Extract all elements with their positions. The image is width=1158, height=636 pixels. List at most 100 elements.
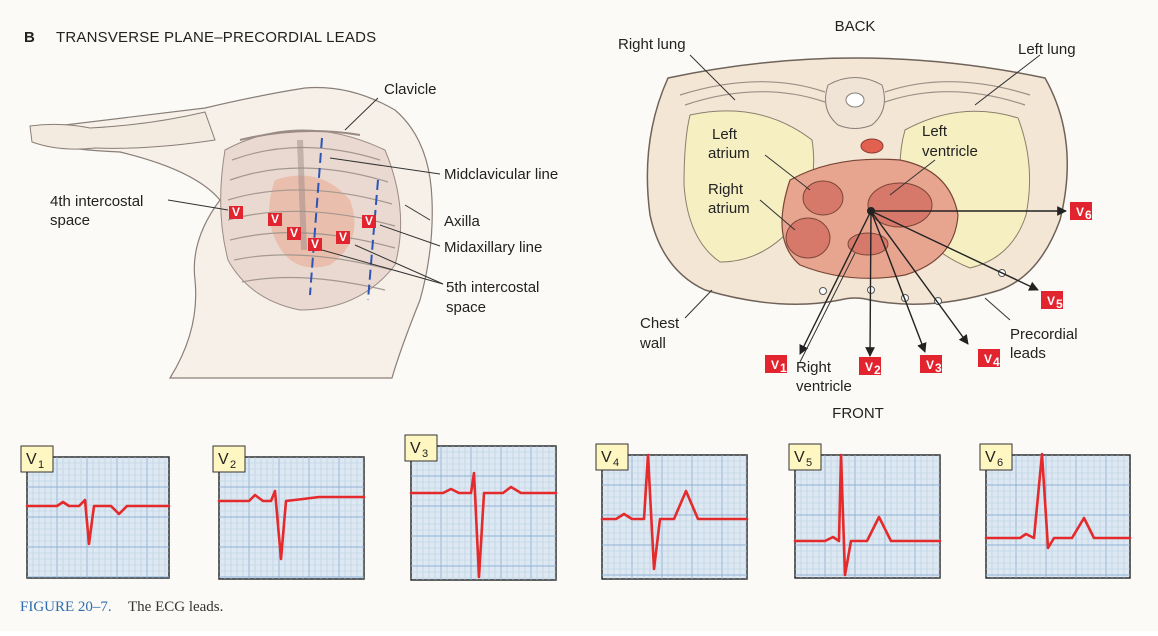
- svg-text:V: V: [1047, 294, 1055, 308]
- midclavicular-reference-line: [309, 137, 323, 296]
- ecg-lead-letter: V: [26, 451, 37, 468]
- midaxillary-line-label: Midaxillary line: [444, 239, 542, 256]
- left-lung-label: Left lung: [1018, 41, 1076, 58]
- electrode-v4-marker: V: [308, 237, 322, 251]
- figure-caption: The ECG leads.: [128, 599, 223, 615]
- ecg-lead-letter: V: [794, 449, 805, 466]
- spinal-canal: [845, 92, 865, 108]
- ecg-lead-subscript: 3: [422, 448, 428, 460]
- ecg-lead-subscript: 1: [38, 459, 44, 471]
- midaxillary-reference-line: [367, 179, 379, 301]
- svg-text:V: V: [271, 212, 279, 226]
- back-label: BACK: [835, 18, 876, 35]
- chest-wall-label-line2: wall: [639, 335, 666, 352]
- ecg-lead-subscript: 2: [230, 459, 236, 471]
- right-lung-shape: [683, 110, 815, 263]
- electrode-v5-marker: V: [336, 230, 350, 244]
- intercostal-5-label-line1: 5th intercostal: [446, 279, 539, 296]
- svg-text:V: V: [365, 214, 373, 228]
- svg-text:3: 3: [935, 361, 942, 375]
- left-atrium-label-line1: Left: [712, 126, 738, 143]
- left-atrium-chamber: [802, 180, 844, 216]
- posterior-ribs: [679, 81, 1031, 106]
- right-atrium-chamber: [785, 217, 831, 259]
- ecg-trace-v1: [25, 498, 171, 546]
- precordial-leads-label-line1: Precordial: [1010, 326, 1078, 343]
- electrode-v1-marker: V: [229, 205, 243, 219]
- svg-text:5: 5: [1056, 297, 1063, 311]
- panel-title: TRANSVERSE PLANE–PRECORDIAL LEADS: [56, 29, 376, 46]
- ecg-trace-v4: [600, 453, 749, 571]
- svg-text:4: 4: [993, 355, 1000, 369]
- heart-silhouette: [269, 175, 355, 268]
- anterior-chest-illustration: V V V V V V Clavicle Midc: [29, 81, 558, 379]
- lead-vector-arrows: [799, 206, 1067, 357]
- intercostal-4-label-line1: 4th intercostal: [50, 193, 143, 210]
- clavicle-bone: [239, 130, 361, 141]
- ecg-grid-background: [794, 454, 941, 579]
- ecg-lead-subscript: 5: [806, 457, 812, 469]
- arm: [29, 111, 216, 150]
- left-ventricle-label-line1: Left: [922, 123, 948, 140]
- figure-number: FIGURE 20–7.: [20, 599, 112, 615]
- svg-text:V: V: [311, 237, 319, 251]
- ecg-grid-background: [26, 456, 170, 579]
- ecg-lead-tag: [595, 443, 629, 471]
- sternum: [297, 139, 307, 251]
- ecg-trace-v6: [984, 452, 1132, 550]
- transverse-cross-section: BACK: [618, 18, 1092, 422]
- svg-text:V: V: [984, 352, 992, 366]
- aorta: [860, 138, 884, 154]
- right-ventricle-label-line1: Right: [796, 359, 832, 376]
- chest-wall-label-line1: Chest: [640, 315, 680, 332]
- svg-text:V: V: [339, 230, 347, 244]
- ecg-lead-tag: [20, 445, 54, 473]
- left-ventricle-label-line2: ventricle: [922, 143, 978, 160]
- intercostal-4-label-line2: space: [50, 212, 90, 229]
- panel-letter: B: [24, 29, 35, 46]
- svg-text:2: 2: [874, 363, 881, 377]
- svg-text:V: V: [1076, 205, 1084, 219]
- ecg-trace-v3: [409, 471, 558, 579]
- left-ventricle-chamber: [867, 182, 933, 228]
- precordial-leads-label-line2: leads: [1010, 345, 1046, 362]
- ecg-lead-tag: [788, 443, 822, 471]
- right-lung-label: Right lung: [618, 36, 686, 53]
- ecg-lead-subscript: 6: [997, 457, 1003, 469]
- ecg-lead-subscript: 4: [613, 457, 619, 469]
- right-ventricle-label-line2: ventricle: [796, 378, 852, 395]
- svg-text:6: 6: [1085, 208, 1092, 222]
- front-label: FRONT: [832, 405, 884, 422]
- right-atrium-label-line2: atrium: [708, 200, 750, 217]
- ecg-lead-letter: V: [410, 440, 421, 457]
- ecg-lead-tag: [212, 445, 246, 473]
- midclavicular-line-label: Midclavicular line: [444, 166, 558, 183]
- electrode-v6-marker: V: [362, 214, 376, 228]
- svg-text:V: V: [232, 205, 240, 219]
- svg-text:V: V: [865, 360, 873, 374]
- ecg-lead-tag: [404, 434, 438, 462]
- ecg-lead-letter: V: [601, 449, 612, 466]
- electrode-v2-marker: V: [268, 212, 282, 226]
- svg-text:V: V: [771, 358, 779, 372]
- right-atrium-label-line1: Right: [708, 181, 744, 198]
- svg-text:V: V: [926, 358, 934, 372]
- ecg-lead-letter: V: [985, 449, 996, 466]
- ecg-lead-letter: V: [218, 451, 229, 468]
- left-atrium-label-line2: atrium: [708, 145, 750, 162]
- ecg-trace-v2: [217, 489, 366, 561]
